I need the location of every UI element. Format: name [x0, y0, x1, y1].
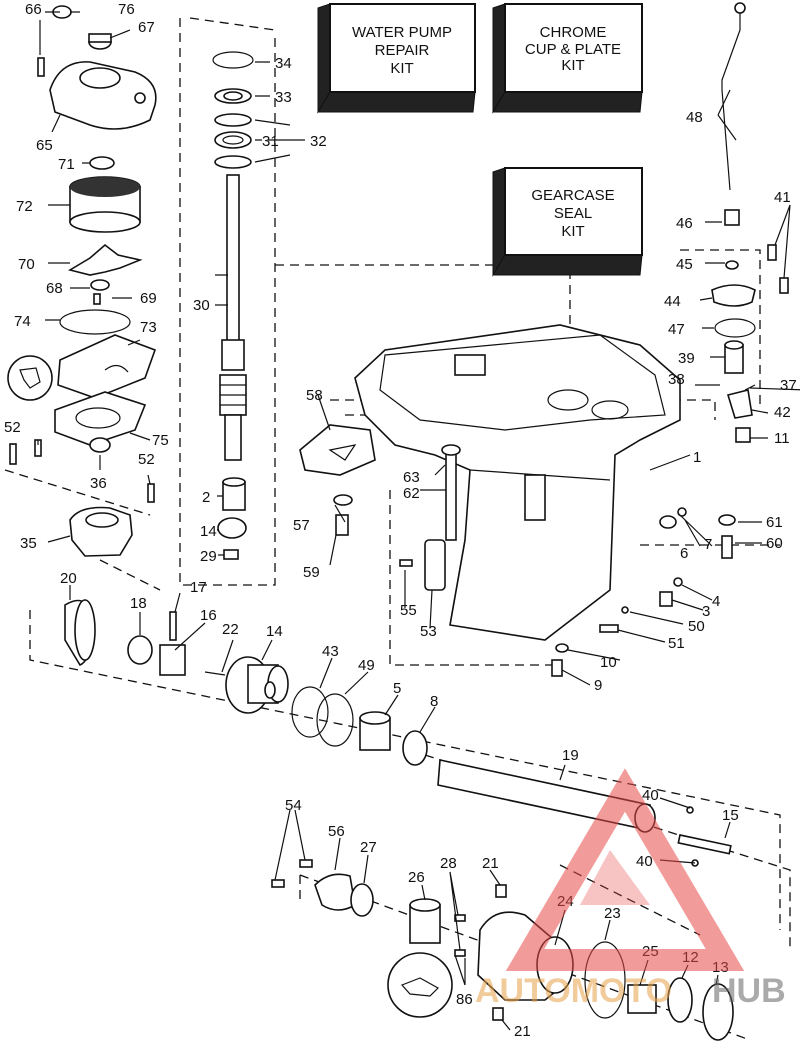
callout-10: 10: [600, 654, 617, 671]
callout-62: 62: [403, 485, 420, 502]
callout-29: 29: [200, 548, 217, 565]
callout-27: 27: [360, 839, 377, 856]
callout-48: 48: [686, 109, 703, 126]
callout-17: 17: [190, 579, 207, 596]
callout-42: 42: [774, 404, 791, 421]
kit-77-line-2: CUP & PLATE: [525, 41, 621, 58]
callout-11: 11: [774, 430, 790, 447]
callout-2: 2: [202, 489, 210, 506]
callout-86: 86: [456, 991, 473, 1008]
callout-30: 30: [193, 297, 210, 314]
kit-64-line-3: KIT: [390, 60, 413, 77]
callout-69: 69: [140, 290, 157, 307]
callout-44: 44: [664, 293, 681, 310]
kit-box-gearcase-seal: [492, 167, 643, 277]
callout-18: 18: [130, 595, 147, 612]
callout-40-bottom: 40: [636, 853, 653, 870]
callout-28: 28: [440, 855, 457, 872]
callout-5: 5: [393, 680, 401, 697]
callout-numbers: 66 76 67 34 65 33 31 32 71 72 30 70 68 6…: [4, 1, 797, 1040]
callout-7: 7: [704, 536, 712, 553]
watermark-text-left: AUTOMOTO: [475, 972, 672, 1010]
leader-lines: [12, 11, 800, 1031]
callout-63: 63: [403, 469, 420, 486]
callout-16: 16: [200, 607, 217, 624]
callout-61: 61: [766, 514, 783, 531]
callout-43: 43: [322, 643, 339, 660]
callout-31: 31: [262, 133, 279, 150]
callout-15: 15: [722, 807, 739, 824]
callout-55: 55: [400, 602, 417, 619]
callout-35: 35: [20, 535, 37, 552]
callout-49: 49: [358, 657, 375, 674]
callout-19: 19: [562, 747, 579, 764]
callout-74: 74: [14, 313, 31, 330]
callout-33: 33: [275, 89, 292, 106]
callout-3: 3: [702, 603, 710, 620]
callout-72: 72: [16, 198, 33, 215]
callout-9: 9: [594, 677, 602, 694]
callout-60: 60: [766, 535, 783, 552]
callout-40-top: 40: [642, 787, 659, 804]
callout-36: 36: [90, 475, 107, 492]
callout-1: 1: [693, 449, 701, 466]
callout-8: 8: [430, 693, 438, 710]
callout-76: 76: [118, 1, 135, 18]
callout-14-gear: 14: [266, 623, 283, 640]
callout-50: 50: [688, 618, 705, 635]
callout-52-right: 52: [138, 451, 155, 468]
kit-85-line-3: KIT: [561, 223, 584, 240]
kit-77-line-1: CHROME: [540, 24, 607, 41]
water-pump-parts: [7, 5, 157, 557]
callout-53: 53: [420, 623, 437, 640]
callout-54: 54: [285, 797, 302, 814]
callout-65: 65: [36, 137, 53, 154]
callout-70: 70: [18, 256, 35, 273]
callout-39: 39: [678, 350, 695, 367]
callout-32: 32: [310, 133, 327, 150]
kit-box-water-pump: [317, 3, 476, 114]
callout-59: 59: [303, 564, 320, 581]
callout-52-left: 52: [4, 419, 21, 436]
propshaft-gear-parts: [64, 599, 732, 867]
callout-58: 58: [306, 387, 323, 404]
callout-38: 38: [668, 371, 685, 388]
callout-73: 73: [140, 319, 157, 336]
watermark-logo: AUTOMOTO HUB: [475, 768, 786, 1010]
callout-14-pinion: 14: [200, 523, 217, 540]
shift-parts: [551, 2, 789, 677]
callout-51: 51: [668, 635, 685, 652]
callout-34: 34: [275, 55, 292, 72]
callout-21-top: 21: [482, 855, 499, 872]
callout-46: 46: [676, 215, 693, 232]
gearcase-housing: [299, 324, 681, 641]
callout-26: 26: [408, 869, 425, 886]
kit-85-line-1: GEARCASE: [531, 187, 614, 204]
callout-23: 23: [604, 905, 621, 922]
callout-45: 45: [676, 256, 693, 273]
watermark-text-right: HUB: [712, 972, 786, 1010]
callout-71: 71: [58, 156, 75, 173]
callout-68: 68: [46, 280, 63, 297]
driveshaft-parts: [212, 51, 254, 560]
callout-6: 6: [680, 545, 688, 562]
callout-56: 56: [328, 823, 345, 840]
kit-64-line-1: WATER PUMP: [352, 24, 452, 41]
kit-64-line-2: REPAIR: [375, 42, 430, 59]
callout-66: 66: [25, 1, 42, 18]
callout-4: 4: [712, 593, 720, 610]
callout-75: 75: [152, 432, 169, 449]
callout-47: 47: [668, 321, 685, 338]
callout-20: 20: [60, 570, 77, 587]
callout-41: 41: [774, 189, 791, 206]
callout-67: 67: [138, 19, 155, 36]
callout-22: 22: [222, 621, 239, 638]
callout-37: 37: [780, 377, 797, 394]
callout-57: 57: [293, 517, 310, 534]
kit-77-line-3: KIT: [561, 57, 584, 74]
kit-box-chrome-cup: [492, 3, 643, 114]
callout-21-bottom: 21: [514, 1023, 531, 1040]
kit-85-line-2: SEAL: [554, 205, 592, 222]
